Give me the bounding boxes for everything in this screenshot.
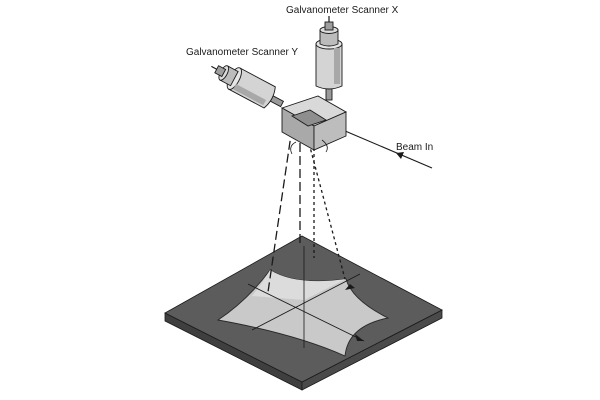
label-scanner-x: Galvanometer Scanner X — [286, 5, 399, 16]
label-beam-in: Beam In — [396, 142, 433, 153]
scan-field — [216, 246, 390, 357]
mirror-housing — [280, 95, 348, 155]
label-scanner-y: Galvanometer Scanner Y — [186, 47, 298, 58]
scanner-y-shade — [233, 84, 267, 106]
beam-dash-1 — [267, 127, 293, 293]
mirror-slot — [290, 109, 328, 127]
scan-axis-line-2 — [251, 273, 361, 331]
rotation-arrow-y — [290, 141, 297, 155]
scanner-y-pin — [211, 65, 217, 70]
rotation-arrow-x — [321, 139, 328, 153]
scan-field-highlight — [252, 270, 346, 300]
scanner-x-collar — [319, 29, 339, 47]
galvo-scanner-y — [211, 65, 285, 109]
scan-arrow-head-1 — [355, 334, 364, 341]
scanner-x-connector — [324, 21, 334, 31]
beam-in-arrowhead — [396, 152, 404, 159]
beam-dash-3 — [305, 131, 346, 280]
galvo-scanner-x — [315, 16, 343, 101]
scan-arrow-head-2 — [345, 284, 355, 290]
scan-axis-line-1 — [247, 283, 365, 342]
scanner-x-shade — [334, 48, 340, 84]
deflected-beams — [267, 127, 346, 293]
